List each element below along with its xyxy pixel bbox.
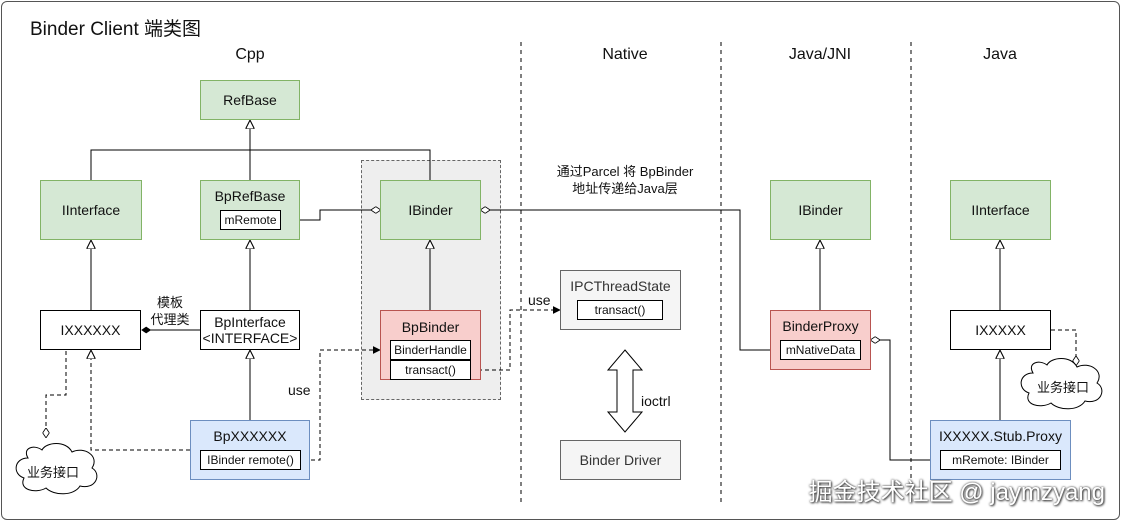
ioctrl-label: ioctrl [641,393,671,409]
use-label-native: use [528,292,551,308]
column-cpp: Cpp [235,46,265,63]
iinterface-cpp-class: IInterface [40,180,142,240]
transact-ipc-method: transact() [577,300,663,320]
bpbinder-label: BpBinder [401,319,460,335]
biz-interface-right: 业务接口 [1037,380,1090,395]
column-dividers [520,42,912,505]
template-label-line1: 模板 [156,295,183,310]
ixxxxxx-class: IXXXXXX [40,310,141,350]
stub-proxy-label: IXXXXX.Stub.Proxy [939,428,1062,444]
bpinterface-template: <INTERFACE> [202,330,298,346]
use-label-left: use [288,382,311,398]
ipcthreadstate-label: IPCThreadState [570,278,671,294]
bpxxxxxx-label: BpXXXXXX [213,428,287,444]
iinterface-java-class: IInterface [950,180,1051,240]
mremote-ibinder-field: mRemote: IBinder [940,450,1061,470]
binder-driver-box: Binder Driver [560,440,681,480]
mnativedata-field: mNativeData [780,340,861,360]
diagram-title: Binder Client 端类图 [30,19,202,40]
column-java-jni: Java/JNI [788,46,852,63]
template-proxy-label: 模板 代理类 [148,295,192,329]
cloud-left [15,443,98,495]
ibinder-jni-class: IBinder [770,180,871,240]
transact-bp-method: transact() [390,360,471,380]
cloud-right [1020,358,1103,410]
mremote-field: mRemote [220,210,281,230]
ixxxxx-class: IXXXXX [950,310,1051,350]
parcel-note-line2: 地址传递给Java层 [572,180,678,196]
ibinder-cpp-class: IBinder [380,180,481,240]
template-label-line2: 代理类 [150,311,190,327]
bprefbase-label: BpRefBase [214,188,286,204]
binderhandle-field: BinderHandle [390,340,471,360]
parcel-note-line1: 通过Parcel 将 BpBinder [556,164,694,179]
refbase-class: RefBase [200,80,300,120]
bpinterface-class: BpInterface <INTERFACE> [200,310,300,350]
bpinterface-label: BpInterface [214,313,286,330]
biz-interface-left: 业务接口 [27,465,80,480]
column-java: Java [983,46,1017,63]
ibinder-remote-method: IBinder remote() [200,450,301,470]
binderproxy-label: BinderProxy [782,318,859,334]
column-native: Native [602,46,648,63]
parcel-note: 通过Parcel 将 BpBinder 地址传递给Java层 [540,164,710,198]
watermark: 掘金技术社区 @ jaymzyang [808,479,1105,506]
